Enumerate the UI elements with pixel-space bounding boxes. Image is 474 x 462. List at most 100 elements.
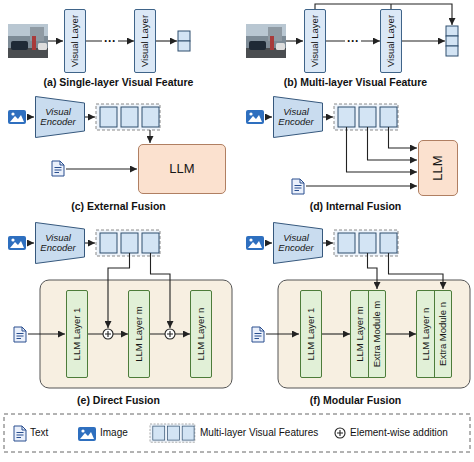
llm-panel <box>278 280 470 388</box>
visual-layer-box: Visual Layer <box>304 9 326 73</box>
arrow <box>402 40 445 41</box>
legend-item: Multi-layer Visual Features <box>200 427 318 439</box>
visual-encoder-trapezoid: Visual Encoder <box>35 96 85 138</box>
encoder-trapezoid <box>274 223 323 264</box>
llm-box: LLM <box>418 140 458 196</box>
box-label: LLM Layer m <box>354 306 364 361</box>
street-photo <box>246 24 286 58</box>
output-feature-cell <box>446 46 458 56</box>
column-divider <box>368 291 369 377</box>
panel-caption: (f) Modular Fusion <box>237 394 474 407</box>
box-label: LLM Layer m <box>134 306 144 361</box>
text-icon <box>14 327 26 342</box>
arrow <box>323 116 333 117</box>
street-photo <box>8 24 48 58</box>
arrow <box>266 333 299 334</box>
ellipsis-label: ··· <box>102 35 118 47</box>
arrow <box>265 116 272 117</box>
box-label: LLM <box>141 145 223 193</box>
legend-item: Image <box>100 427 128 439</box>
image-icon <box>8 110 26 124</box>
visual-layer-box: Visual Layer <box>380 9 402 73</box>
feature-arrow <box>151 253 171 328</box>
arrow <box>85 242 95 243</box>
panel-caption: (e) Direct Fusion <box>0 394 237 407</box>
legend-label: Image <box>100 427 128 439</box>
panel-caption: (b) Multi-layer Visual Feature <box>237 76 474 89</box>
llm-layer-box: LLM Layer m <box>128 290 150 378</box>
visual-layer-box: Visual Layer <box>134 9 156 73</box>
legend-text-icon <box>14 426 26 441</box>
arrow <box>156 40 177 41</box>
encoder-trapezoid <box>274 97 323 138</box>
box-label: Visual Layer <box>140 15 150 67</box>
text-icon <box>292 179 304 194</box>
legend-item: Element-wise addition <box>350 427 448 439</box>
arrow <box>265 242 272 243</box>
visual-encoder-trapezoid: Visual Encoder <box>273 96 323 138</box>
multi-layer-features <box>334 104 398 130</box>
legend-image-icon <box>78 427 96 441</box>
box-label: LLM Layer n <box>196 308 206 361</box>
llm-layer-box: LLM Layer 1 <box>66 290 88 378</box>
legend-addition-icon <box>335 428 345 438</box>
box-label: LLM Layer 1 <box>306 308 316 361</box>
multi-layer-features <box>96 230 160 256</box>
feature-arrow <box>368 253 378 289</box>
feature-arrow <box>389 127 418 148</box>
output-feature-cell <box>178 31 190 41</box>
output-feature-cell <box>446 26 458 36</box>
arrow <box>66 168 137 169</box>
output-feature-cell <box>446 36 458 46</box>
image-icon <box>8 236 26 250</box>
arrow <box>27 116 34 117</box>
image-icon <box>246 110 264 124</box>
box-label: Extra Module m <box>371 301 381 368</box>
visual-encoder-trapezoid: Visual Encoder <box>35 222 85 264</box>
arrow <box>27 242 34 243</box>
box-label: LLM Layer 1 <box>72 308 82 361</box>
image-icon <box>246 236 264 250</box>
feature-arrow <box>368 127 418 160</box>
visual-encoder-trapezoid: Visual Encoder <box>273 222 323 264</box>
element-wise-addition-symbol <box>103 329 113 339</box>
box-label: Extra Module n <box>437 302 447 366</box>
legend-label: Text <box>30 427 48 439</box>
box-label: Visual Encoder <box>38 96 78 138</box>
feature-arrow <box>347 127 418 172</box>
box-label: LLM <box>431 155 445 180</box>
text-icon <box>52 161 64 176</box>
box-label: Visual Layer <box>310 15 320 67</box>
multi-layer-features <box>96 104 160 130</box>
text-icon <box>252 327 264 342</box>
connector-arrow <box>386 333 416 334</box>
connector-arrow <box>322 333 350 334</box>
encoder-trapezoid <box>36 223 85 264</box>
column-divider <box>434 291 435 377</box>
legend-features-icon <box>150 424 195 442</box>
panel-caption: (a) Single-layer Visual Feature <box>0 76 237 89</box>
ellipsis-label: ··· <box>345 35 361 47</box>
llm-layer-box: LLM Layer n Extra Module n <box>416 290 452 378</box>
llm-layer-box: LLM Layer m Extra Module m <box>350 290 386 378</box>
visual-layer-box: Visual Layer <box>64 9 86 73</box>
legend-label: Multi-layer Visual Features <box>200 427 318 439</box>
box-label: LLM Layer n <box>420 308 430 361</box>
box-label: Visual Encoder <box>276 96 316 138</box>
arrow <box>286 40 303 41</box>
llm-panel <box>40 280 232 388</box>
arrow <box>28 333 65 334</box>
arrow <box>306 185 417 186</box>
llm-box: LLM <box>138 144 226 194</box>
panel-caption: (d) Internal Fusion <box>237 200 474 213</box>
box-label: Visual Encoder <box>276 222 316 264</box>
box-label: Visual Encoder <box>38 222 78 264</box>
box-label: Visual Layer <box>70 15 80 67</box>
arrow <box>323 242 333 243</box>
output-feature-cell <box>178 41 190 51</box>
legend-item: Text <box>30 427 48 439</box>
multi-layer-features <box>334 230 398 256</box>
legend-frame <box>4 414 470 452</box>
llm-layer-box: LLM Layer 1 <box>300 290 322 378</box>
